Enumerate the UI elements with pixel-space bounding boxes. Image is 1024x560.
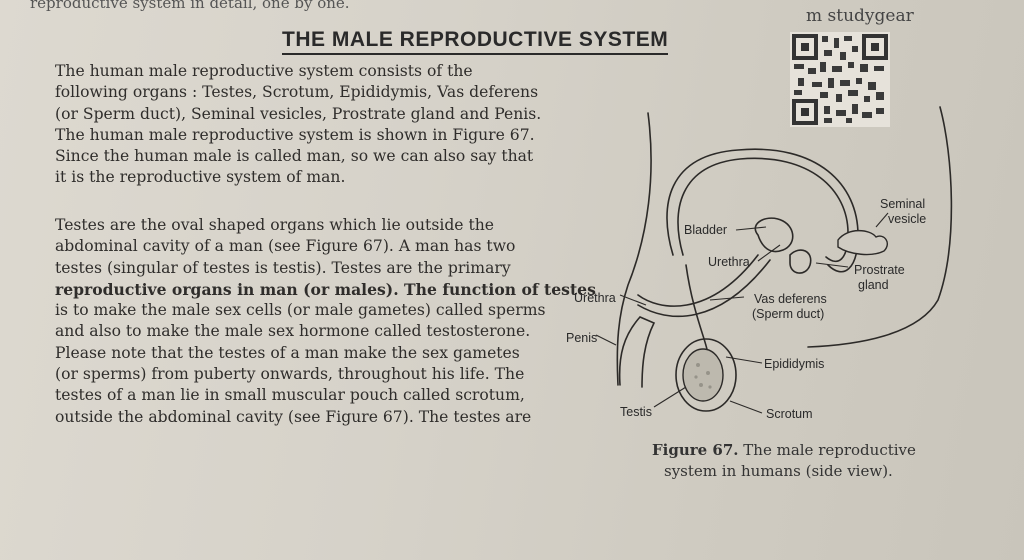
arrow-urethra-inner [757, 244, 781, 262]
body-outline-back [807, 106, 953, 348]
text-line: The human male reproductive system consi… [55, 62, 473, 80]
label-urethra-inner: Urethra [708, 255, 750, 269]
text-line: The human male reproductive system is sh… [55, 125, 535, 144]
text-line: Testes are the oval shaped organs which … [55, 216, 495, 234]
section-title: THE MALE REPRODUCTIVE SYSTEM [282, 28, 669, 55]
caption-figure-number: Figure 67. [652, 441, 739, 459]
urethra-outer-line [637, 254, 759, 307]
testis-shape [682, 348, 724, 402]
arrow-prostrate [815, 262, 849, 268]
label-prostrate-1: Prostrate [854, 263, 905, 277]
label-scrotum: Scrotum [766, 407, 813, 421]
text-line: (or sperms) from puberty onwards, throug… [55, 365, 525, 384]
arrow-bladder [735, 226, 767, 231]
text-line: testes of a man lie in small muscular po… [55, 386, 525, 405]
caption-line-1: The male reproductive [738, 441, 916, 459]
scrotum-outline [675, 338, 737, 412]
label-bladder: Bladder [684, 223, 728, 237]
penis-outline [618, 316, 656, 388]
vas-deferens-loop-outer [666, 148, 859, 273]
seminal-vesicle-shape [837, 229, 888, 256]
arrow-urethra-outer [619, 294, 647, 306]
brand-name: studygear [827, 6, 914, 26]
prostrate-gland [789, 249, 812, 274]
paragraph-intro: The human male reproductive system consi… [55, 61, 555, 189]
figure-67-male-reproductive-system: Bladder Urethra Seminal vesicle Prostrat… [558, 95, 1024, 435]
arrow-seminal-vesicle [875, 212, 889, 228]
arrow-penis [595, 334, 617, 346]
label-urethra-outer: Urethra [574, 291, 616, 305]
previous-line-fragment: reproductive system in detail, one by on… [30, 0, 350, 12]
label-epididymis: Epididymis [764, 357, 825, 371]
text-line: Please note that the testes of a man mak… [55, 343, 520, 362]
arrow-testis [653, 386, 687, 408]
studygear-watermark: m studygear [806, 6, 914, 26]
body-outline-front [616, 112, 652, 386]
label-vas-deferens-1: Vas deferens [754, 292, 827, 306]
anatomy-diagram [595, 106, 953, 414]
figure-caption: Figure 67. The male reproductive system … [652, 440, 916, 482]
text-line: Since the human male is called man, so w… [55, 147, 534, 166]
bladder-outline [754, 217, 794, 253]
label-testis: Testis [620, 405, 652, 419]
caption-line-2: system in humans (side view). [664, 462, 893, 480]
text-line: following organs : Testes, Scrotum, Epid… [55, 83, 539, 102]
label-penis: Penis [566, 331, 598, 345]
text-line: reproductive organs in man (or males). T… [55, 279, 596, 299]
label-vas-deferens-2: (Sperm duct) [752, 307, 825, 321]
urethra-inner-line [637, 259, 771, 318]
arrow-scrotum [729, 400, 763, 414]
text-line: is to make the male sex cells (or male g… [55, 301, 546, 320]
label-seminal-vesicle-1: Seminal [880, 197, 926, 211]
label-seminal-vesicle-2: vesicle [888, 212, 927, 226]
text-line: it is the reproductive system of man. [55, 168, 346, 187]
arrow-vas-deferens [709, 296, 745, 301]
label-prostrate-2: gland [858, 278, 889, 292]
text-line: and also to make the male sex hormone ca… [55, 322, 531, 341]
studygear-logo-icon: m [806, 6, 823, 26]
text-line: (or Sperm duct), Seminal vesicles, Prost… [55, 104, 542, 123]
text-line: abdominal cavity of a man (see Figure 67… [55, 237, 516, 256]
paragraph-testes: Testes are the oval shaped organs which … [55, 215, 596, 428]
qr-code-icon[interactable] [790, 32, 890, 127]
spermduct-to-testis [685, 264, 709, 356]
arrow-epididymis [725, 356, 763, 364]
text-line: testes (singular of testes is testis). T… [55, 258, 511, 277]
text-line: outside the abdominal cavity (see Figure… [55, 407, 532, 426]
